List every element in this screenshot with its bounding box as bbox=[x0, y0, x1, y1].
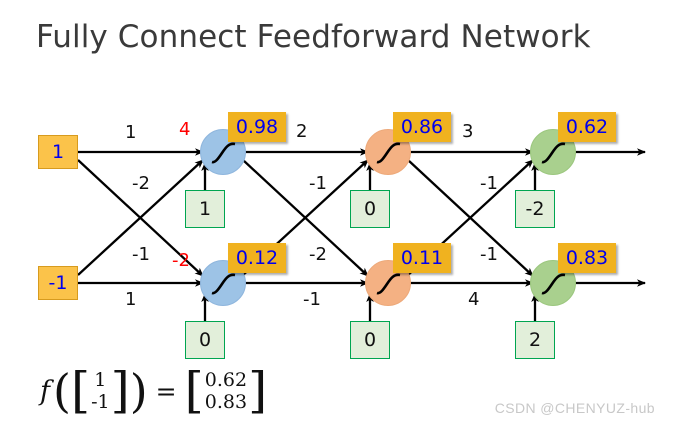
bias-box-h11[interactable]: 1 bbox=[185, 190, 225, 228]
sigmoid-icon bbox=[211, 142, 236, 164]
formula-input-open-bracket: [ bbox=[70, 362, 91, 419]
bias-box-h22[interactable]: 0 bbox=[350, 321, 390, 359]
weight-h12-h21: -2 bbox=[309, 244, 327, 265]
bias-box-y1[interactable]: -2 bbox=[515, 190, 555, 228]
weight-x2-h11: -1 bbox=[132, 244, 150, 265]
bias-box-h21[interactable]: 0 bbox=[350, 190, 390, 228]
watermark: CSDN @CHENYUZ-hub bbox=[494, 400, 655, 416]
page-title: Fully Connect Feedforward Network bbox=[36, 19, 591, 55]
pre-activation-h12: -2 bbox=[172, 250, 190, 271]
weight-x1-h11: 1 bbox=[125, 122, 137, 143]
pre-activation-h11: 4 bbox=[179, 119, 191, 140]
formula-equals: = bbox=[155, 376, 177, 406]
network-formula: f ( [ 1 -1 ] ) = [ 0.62 0.83 ] bbox=[40, 360, 267, 422]
input-node-x2[interactable]: -1 bbox=[38, 266, 78, 300]
formula-function-symbol: f bbox=[40, 375, 50, 407]
weight-h12-h22: -1 bbox=[303, 289, 321, 310]
bias-box-y2[interactable]: 2 bbox=[515, 321, 555, 359]
weight-h21-y2: -1 bbox=[480, 173, 498, 194]
weight-x1-h12: -2 bbox=[132, 173, 150, 194]
sigmoid-icon bbox=[211, 273, 236, 295]
sigmoid-icon bbox=[541, 142, 566, 164]
output-value-h21: 0.86 bbox=[393, 112, 451, 142]
input-node-x1[interactable]: 1 bbox=[38, 135, 78, 169]
bias-box-h12[interactable]: 0 bbox=[185, 321, 225, 359]
formula-output-v1: 0.62 bbox=[204, 369, 248, 391]
output-value-y1: 0.62 bbox=[558, 112, 616, 142]
output-value-y2: 0.83 bbox=[558, 243, 616, 273]
weight-h22-y1: -1 bbox=[480, 244, 498, 265]
weight-h11-h22: -1 bbox=[309, 173, 327, 194]
formula-close-paren: ) bbox=[129, 364, 148, 418]
weight-h22-y2: 4 bbox=[468, 289, 480, 310]
weight-h11-h21: 2 bbox=[296, 121, 308, 142]
sigmoid-icon bbox=[541, 273, 566, 295]
sigmoid-icon bbox=[376, 142, 401, 164]
formula-input-v1: 1 bbox=[94, 369, 107, 391]
formula-output-open-bracket: [ bbox=[184, 362, 204, 419]
weight-h21-y1: 3 bbox=[462, 121, 474, 142]
sigmoid-icon bbox=[376, 273, 401, 295]
output-value-h12: 0.12 bbox=[228, 243, 286, 273]
edge-x2-h11 bbox=[77, 159, 204, 276]
weight-x2-h12: 1 bbox=[125, 289, 137, 310]
formula-open-paren: ( bbox=[53, 364, 71, 418]
formula-output-v2: 0.83 bbox=[204, 391, 248, 413]
formula-input-close-bracket: ] bbox=[110, 362, 130, 419]
output-value-h22: 0.11 bbox=[393, 243, 451, 273]
formula-input-v2: -1 bbox=[91, 391, 110, 413]
formula-output-close-bracket: ] bbox=[248, 362, 268, 419]
output-value-h11: 0.98 bbox=[228, 112, 286, 142]
formula-output-vector: 0.62 0.83 bbox=[204, 369, 248, 413]
formula-input-vector: 1 -1 bbox=[90, 369, 111, 413]
